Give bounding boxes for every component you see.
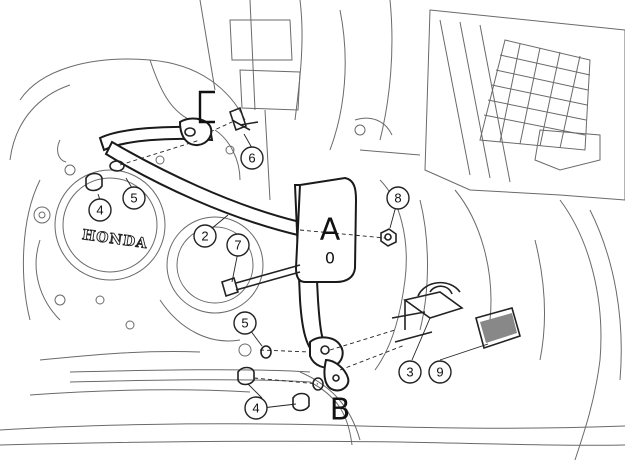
callout-label: 4 <box>252 401 259 416</box>
callout-label: 6 <box>248 151 255 166</box>
point-a-label: A <box>320 213 341 248</box>
bolt-6 <box>229 106 259 132</box>
callout-7: 7 <box>226 233 250 257</box>
callout-label: 4 <box>96 203 103 218</box>
bushings-4 <box>85 172 310 412</box>
callout-5-upper: 5 <box>122 186 146 210</box>
callout-label: 5 <box>241 316 248 331</box>
callout-label: 7 <box>234 238 241 253</box>
brand-mark: HONDA <box>81 227 149 252</box>
callout-6: 6 <box>240 146 264 170</box>
callout-label: 5 <box>130 191 137 206</box>
callout-4-upper: 4 <box>88 198 112 222</box>
callout-label: 9 <box>436 365 443 380</box>
callout-8: 8 <box>386 186 410 210</box>
callout-label: 8 <box>394 191 401 206</box>
washers-5 <box>109 160 324 391</box>
callout-3: 3 <box>398 360 422 384</box>
point-a-index: 0 <box>325 249 335 268</box>
u-clamp-3 <box>391 281 464 343</box>
callout-label: 3 <box>406 365 413 380</box>
assembly-lines <box>119 121 406 385</box>
crash-bar <box>98 117 358 392</box>
callout-2: 2 <box>193 224 217 248</box>
bolt-7 <box>221 264 301 298</box>
callout-4-lower: 4 <box>244 396 268 420</box>
point-b-label: B <box>330 393 351 428</box>
radiator-grille <box>479 39 591 151</box>
callout-label: 2 <box>201 229 208 244</box>
rubber-pad-9 <box>475 307 521 350</box>
callout-5-lower: 5 <box>233 311 257 335</box>
nut-8 <box>380 228 397 247</box>
leader-lines <box>97 133 489 409</box>
callout-9: 9 <box>428 360 452 384</box>
bracket-mark <box>198 90 215 124</box>
